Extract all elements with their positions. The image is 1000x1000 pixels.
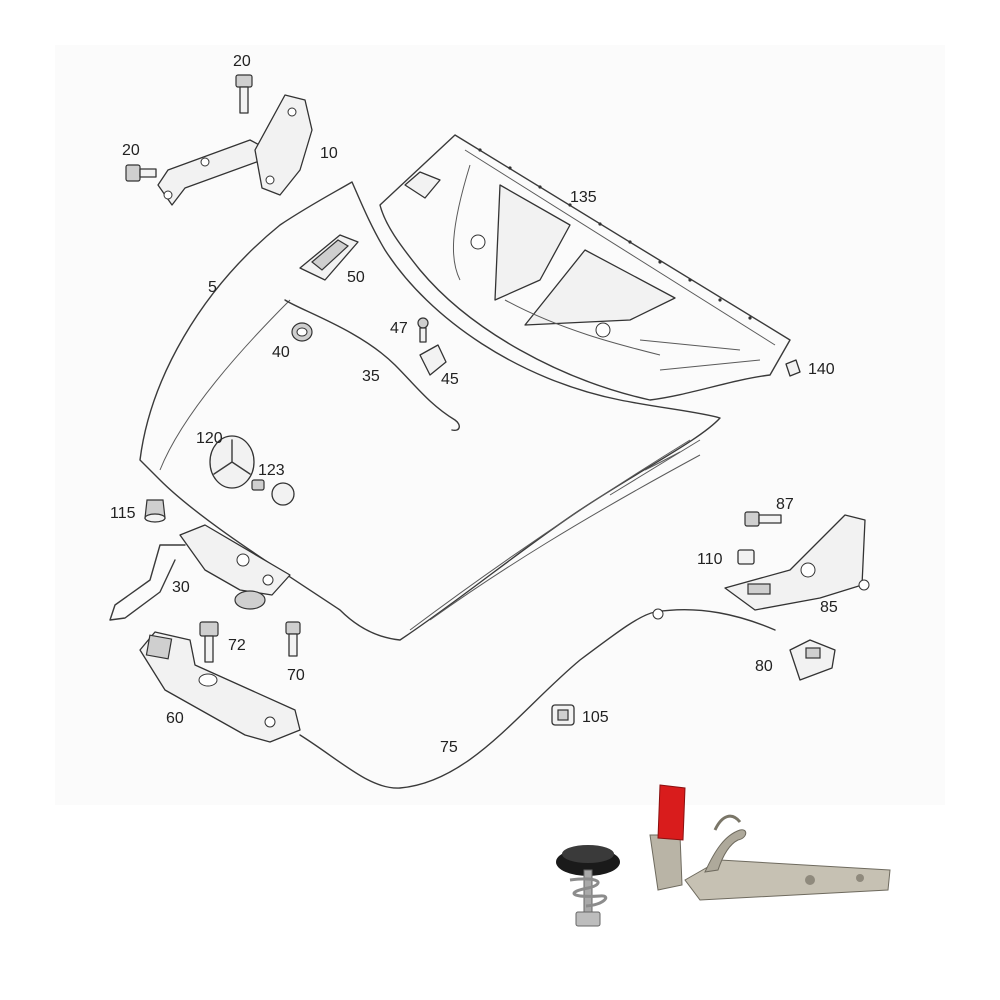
part-47-screw <box>417 317 429 343</box>
label-5: 5 <box>208 279 217 296</box>
part-72-bolt <box>199 621 219 663</box>
part-60-lower-lock <box>139 631 301 743</box>
bolt-20-top <box>235 74 253 114</box>
label-35: 35 <box>362 368 380 385</box>
label-40: 40 <box>272 344 290 361</box>
label-85: 85 <box>820 599 838 616</box>
photo-safety-catch-latch <box>649 784 891 901</box>
part-105-clip <box>551 704 575 726</box>
label-47: 47 <box>390 320 408 337</box>
label-115: 115 <box>110 505 136 522</box>
hood-hinge <box>157 94 313 206</box>
label-75: 75 <box>440 739 458 756</box>
part-35-rod <box>284 299 460 432</box>
hood-outer-panel <box>139 181 721 641</box>
photo-bump-stop-spring <box>556 845 620 927</box>
part-40-grommet <box>291 322 313 342</box>
frame-rivets <box>478 148 752 320</box>
label-120: 120 <box>196 430 223 447</box>
label-10: 10 <box>320 145 338 162</box>
part-50-lamp <box>299 234 359 281</box>
bolt-20-left <box>125 164 157 182</box>
label-87: 87 <box>776 496 794 513</box>
part-123-seal <box>251 479 295 506</box>
part-115-bump-stop <box>144 499 166 523</box>
label-123: 123 <box>258 462 285 479</box>
part-70-bolt <box>285 621 301 657</box>
part-45-clip <box>419 344 447 376</box>
label-50: 50 <box>347 269 365 286</box>
part-labels: 20 20 10 5 135 50 40 47 35 45 140 120 12… <box>110 53 838 756</box>
label-45: 45 <box>441 371 459 388</box>
label-60: 60 <box>166 710 184 727</box>
part-87-bolt <box>744 511 782 527</box>
label-20-top: 20 <box>233 53 251 70</box>
label-20-left: 20 <box>122 142 140 159</box>
hood-inner-frame <box>379 134 791 401</box>
label-105: 105 <box>582 709 609 726</box>
part-110-nut <box>737 549 755 565</box>
label-30: 30 <box>172 579 190 596</box>
part-85-catch <box>724 514 870 611</box>
label-140: 140 <box>808 361 835 378</box>
part-30-lock <box>109 524 291 621</box>
part-80-handle <box>789 639 836 681</box>
label-135: 135 <box>570 189 597 206</box>
part-75-cable <box>299 609 776 789</box>
label-70: 70 <box>287 667 305 684</box>
part-120-emblem <box>209 435 255 489</box>
part-140-clip <box>785 359 801 377</box>
label-110: 110 <box>697 551 723 568</box>
label-80: 80 <box>755 658 773 675</box>
label-72: 72 <box>228 637 246 654</box>
